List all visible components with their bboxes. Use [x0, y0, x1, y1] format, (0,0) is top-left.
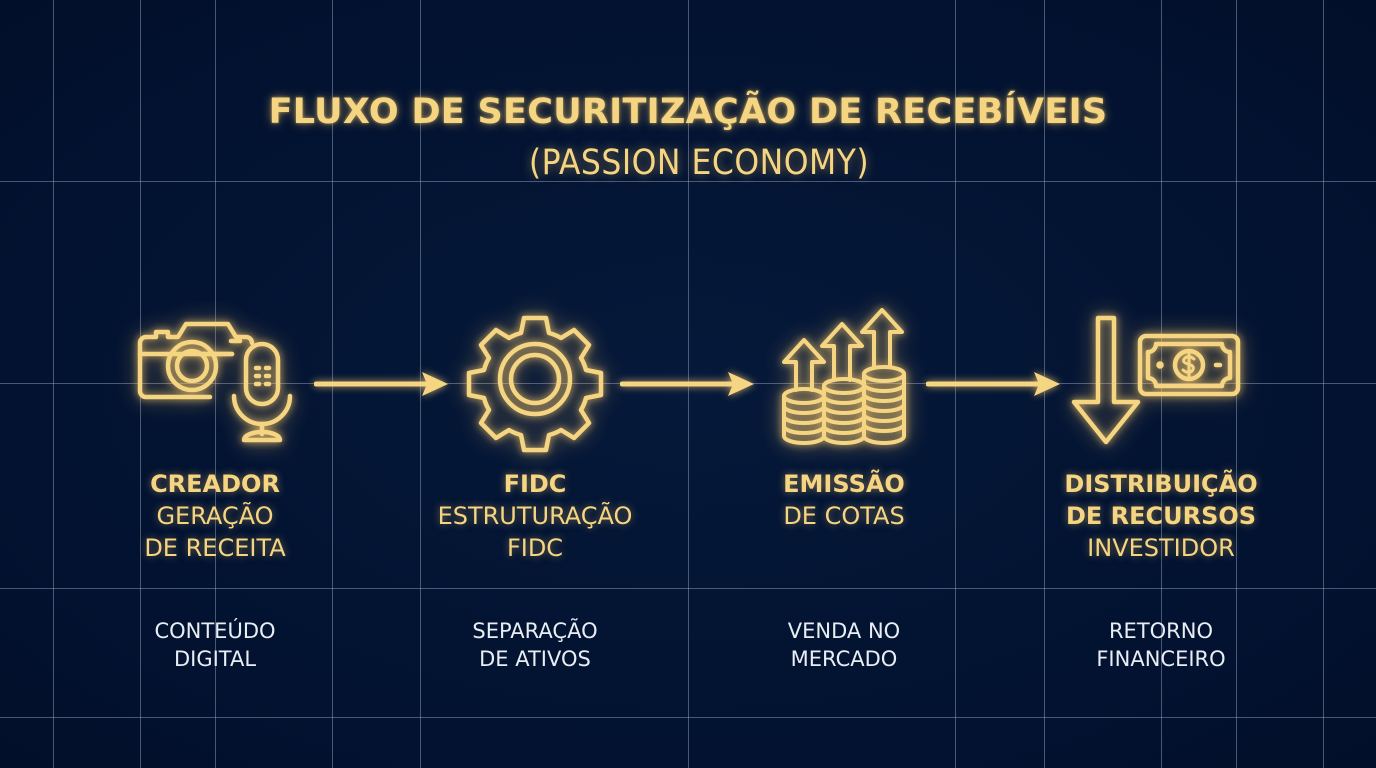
step-heading: FIDC — [503, 470, 567, 498]
diagram-subtitle: (PASSION ECONOMY) — [528, 143, 870, 183]
note-line: MERCADO — [790, 647, 898, 671]
arrow-right-icon — [313, 370, 450, 402]
camera-microphone-icon — [136, 316, 296, 443]
arrow-right-icon — [925, 370, 1062, 402]
step-line: INVESTIDOR — [1087, 534, 1235, 562]
note-line: CONTEÚDO — [154, 619, 276, 643]
note-line: DIGITAL — [173, 647, 257, 671]
step-heading: EMISSÃO — [783, 470, 905, 498]
step-line: DE RECEITA — [144, 534, 286, 562]
note-line: VENDA NO — [787, 619, 901, 643]
step-line: GERAÇÃO — [156, 502, 274, 530]
step-heading: DISTRIBUIÇÃO — [1064, 470, 1258, 498]
note-line: SEPARAÇÃO — [472, 619, 598, 643]
step-note: CONTEÚDO DIGITAL — [95, 617, 335, 673]
step-line: FIDC — [506, 534, 564, 562]
note-line: DE ATIVOS — [479, 647, 591, 671]
step-distribuicao: DISTRIBUIÇÃO DE RECURSOS INVESTIDOR — [1041, 468, 1281, 564]
coins-arrows-up-icon — [780, 306, 910, 446]
step-heading: DE RECURSOS — [1065, 502, 1257, 530]
step-note: SEPARAÇÃO DE ATIVOS — [415, 617, 655, 673]
note-line: FINANCEIRO — [1096, 647, 1226, 671]
step-note: VENDA NO MERCADO — [724, 617, 964, 673]
step-creador: CREADOR GERAÇÃO DE RECEITA — [95, 468, 335, 564]
step-line: ESTRUTURAÇÃO — [437, 502, 633, 530]
gear-icon — [466, 314, 604, 453]
step-heading: CREADOR — [150, 470, 280, 498]
step-fidc: FIDC ESTRUTURAÇÃO FIDC — [415, 468, 655, 564]
arrow-down-banknote-icon — [1071, 314, 1244, 446]
step-line: DE COTAS — [783, 502, 905, 530]
note-line: RETORNO — [1108, 619, 1214, 643]
step-note: RETORNO FINANCEIRO — [1041, 617, 1281, 673]
diagram-title: FLUXO DE SECURITIZAÇÃO DE RECEBÍVEIS — [268, 92, 1108, 132]
step-emissao: EMISSÃO DE COTAS — [724, 468, 964, 532]
arrow-right-icon — [619, 370, 756, 402]
